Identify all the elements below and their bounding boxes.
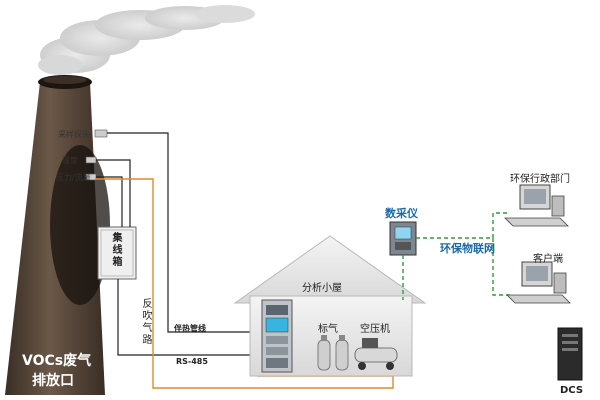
label-daq: 数采仪	[385, 207, 418, 220]
network-lines	[402, 212, 512, 300]
signal-lines	[96, 132, 260, 356]
label-sampling-probe: 采样探头	[58, 130, 90, 139]
junction-box	[97, 226, 137, 280]
label-temperature: 温度	[62, 156, 78, 165]
label-junction-box: 集线箱	[110, 232, 121, 268]
chimney	[5, 75, 110, 395]
label-dcs: DCS	[560, 385, 584, 396]
label-env-dept: 环保行政部门	[510, 174, 570, 185]
label-client: 客户端	[533, 254, 563, 265]
label-iot: 环保物联网	[440, 242, 495, 255]
label-rs485: RS-485	[176, 357, 208, 366]
gas-cylinders	[317, 335, 349, 371]
computer-client	[506, 261, 571, 304]
air-compressor	[354, 338, 398, 370]
label-stack-line2: 排放口	[32, 373, 74, 389]
label-std-gas: 标气	[318, 324, 338, 335]
smoke-plume	[38, 5, 255, 75]
daq-device	[389, 221, 417, 256]
dcs-server	[557, 327, 583, 381]
computer-env-dept	[504, 184, 569, 227]
label-pressure-flow: 压力/流量	[56, 173, 91, 182]
label-heat-pipe: 伴热管线	[174, 324, 206, 333]
analyzer-cabinet	[261, 299, 293, 373]
label-backflush: 反吹气路	[140, 298, 151, 346]
label-analysis-house: 分析小屋	[302, 283, 342, 294]
label-stack-line1: VOCs废气	[22, 353, 92, 369]
label-compressor: 空压机	[360, 324, 390, 335]
